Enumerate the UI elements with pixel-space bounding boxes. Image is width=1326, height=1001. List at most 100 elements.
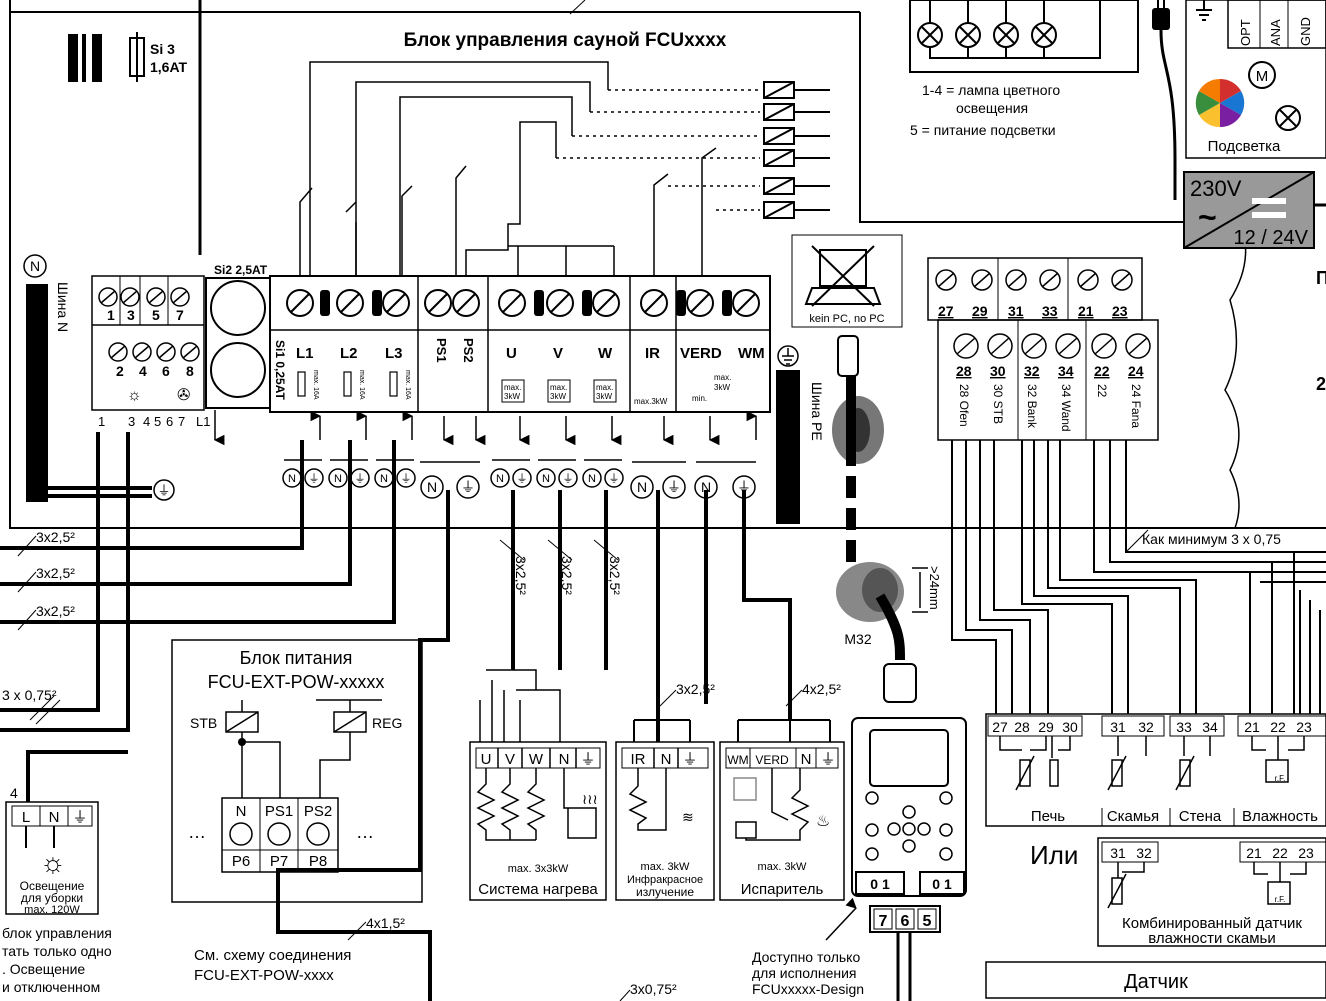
svg-text:N: N <box>588 473 596 485</box>
gland-upper <box>832 335 884 562</box>
lamp-icons <box>917 0 1101 59</box>
design-note: Доступно только для исполнения FCUxxxxx-… <box>752 949 864 997</box>
power-block-relays <box>225 699 382 798</box>
svg-text:P8: P8 <box>309 853 327 870</box>
terminal-block-left <box>91 275 205 411</box>
svg-text:29: 29 <box>972 303 988 319</box>
ps1-label: PS1 <box>434 338 449 363</box>
combo-icons <box>1107 862 1307 909</box>
svg-text:⏚: ⏚ <box>667 479 681 495</box>
ir-heat-icon: ≋ <box>682 809 694 825</box>
fan-icon: ✇ <box>177 387 190 404</box>
svg-text:29: 29 <box>1038 719 1054 735</box>
l3-rating: max. 16A <box>404 370 411 400</box>
svg-text:28: 28 <box>1014 719 1030 735</box>
controller-switch-2: 0 1 <box>932 876 952 892</box>
svg-text:23: 23 <box>1298 845 1314 861</box>
svg-text:27: 27 <box>992 719 1008 735</box>
evaporator-rating: max. 3kW <box>758 861 808 873</box>
svg-text:V: V <box>553 345 563 362</box>
svg-text:блок управления: блок управления <box>2 925 112 941</box>
evaporator-steam-icon: ♨ <box>816 813 830 830</box>
power-block-pins: N PS1 PS2 P6 P7 P8 <box>232 803 332 870</box>
svg-text:WM: WM <box>738 345 765 362</box>
bottom-cable: 3x0,75² <box>630 981 677 997</box>
svg-text:IR: IR <box>645 345 660 362</box>
controller-buttons[interactable] <box>865 791 953 861</box>
terminal-arrows <box>310 410 758 446</box>
svg-text:WM: WM <box>727 753 748 767</box>
thick-cables <box>0 432 792 1001</box>
psu-output: 12 / 24V <box>1233 227 1308 249</box>
bus-pe-ground-icon <box>777 345 799 367</box>
svg-text:21: 21 <box>1078 303 1094 319</box>
svg-text:28: 28 <box>956 363 972 379</box>
svg-text:5: 5 <box>154 414 161 429</box>
svg-text:3x2,5²: 3x2,5² <box>513 556 529 595</box>
pc-box <box>791 234 903 328</box>
svg-text:3kW: 3kW <box>596 392 612 401</box>
term-4: 4 <box>139 363 147 379</box>
power-block-title1: Блок питания <box>240 648 353 668</box>
svg-text:30: 30 <box>990 363 1006 379</box>
ir-block <box>615 741 715 901</box>
term-7: 7 <box>176 307 184 323</box>
heater-system-label: Система нагрева <box>478 881 598 898</box>
svg-text:Стена: Стена <box>1179 808 1222 825</box>
term-2: 2 <box>116 363 124 379</box>
pc-label: kein PC, no PC <box>809 313 884 325</box>
svg-text:N: N <box>49 809 60 826</box>
svg-text:31: 31 <box>1110 845 1126 861</box>
svg-text:32: 32 <box>1138 719 1154 735</box>
term-3: 3 <box>127 307 135 323</box>
svg-text:3x2,5²: 3x2,5² <box>36 529 75 545</box>
heater-cable-labels: 3x2,5² 3x2,5² 3x2,5² <box>513 556 623 595</box>
fuse-si2-label: Si2 2,5AT <box>214 263 268 277</box>
bus-pe-bar <box>776 370 800 524</box>
evaporator-label: Испаритель <box>741 881 824 898</box>
heater-ratings: max.3kW max.3kW max.3kW <box>501 379 617 403</box>
controller-display <box>869 729 949 787</box>
svg-text:32: 32 <box>1024 363 1040 379</box>
svg-text:33: 33 <box>1176 719 1192 735</box>
svg-text:1: 1 <box>98 414 105 429</box>
svg-text:N: N <box>496 473 504 485</box>
svg-text:31: 31 <box>1110 719 1126 735</box>
power-block-dots-left: … <box>188 822 206 842</box>
svg-text:U: U <box>506 345 517 362</box>
svg-text:⏚: ⏚ <box>609 472 620 485</box>
light-sun-icon: ☼ <box>40 847 66 878</box>
evaporator-block <box>719 741 845 901</box>
svg-text:⏚: ⏚ <box>820 751 835 768</box>
term-5: 5 <box>152 307 160 323</box>
svg-text:33: 33 <box>1042 303 1058 319</box>
svg-text:23: 23 <box>1296 719 1312 735</box>
heater-system-terms: U V W N ⏚ <box>481 751 596 768</box>
bus-n-label: Шина N <box>55 282 71 332</box>
sensor-terminal-top <box>927 257 1143 321</box>
svg-text:L: L <box>22 809 30 826</box>
verd-rating: max. 3kW min. <box>692 373 731 403</box>
left-cable-labels: 3x2,5² 3x2,5² 3x2,5² 3 x 0,75² <box>2 529 75 703</box>
left-wire-labels: 1 3 4 5 6 7 L1 <box>98 414 210 429</box>
sensor-wires <box>951 440 1326 714</box>
power-block <box>171 639 423 903</box>
svg-text:30 STB: 30 STB <box>991 384 1005 424</box>
terminal-screws-left <box>98 287 200 362</box>
light-label3: max. 120W <box>24 904 80 916</box>
backlight-box <box>1185 0 1326 159</box>
svg-text:. Освещение: . Освещение <box>2 961 85 977</box>
svg-text:Скамья: Скамья <box>1107 808 1159 825</box>
svg-text:3x2,5²: 3x2,5² <box>36 603 75 619</box>
svg-text:32: 32 <box>1136 845 1152 861</box>
power-block-reg: REG <box>372 715 402 731</box>
svg-text:3kW: 3kW <box>550 392 566 401</box>
power-fuse-icons <box>297 371 398 397</box>
connection-symbols <box>153 459 756 501</box>
svg-text:W: W <box>529 751 544 768</box>
controller-pins: 7 6 5 <box>873 908 937 930</box>
gland-size: M32 <box>844 631 871 647</box>
heater-ground-icon: ⏚ <box>580 751 595 768</box>
psu-ac-icon: ~ <box>1198 199 1217 235</box>
relay-wiring <box>299 61 717 276</box>
